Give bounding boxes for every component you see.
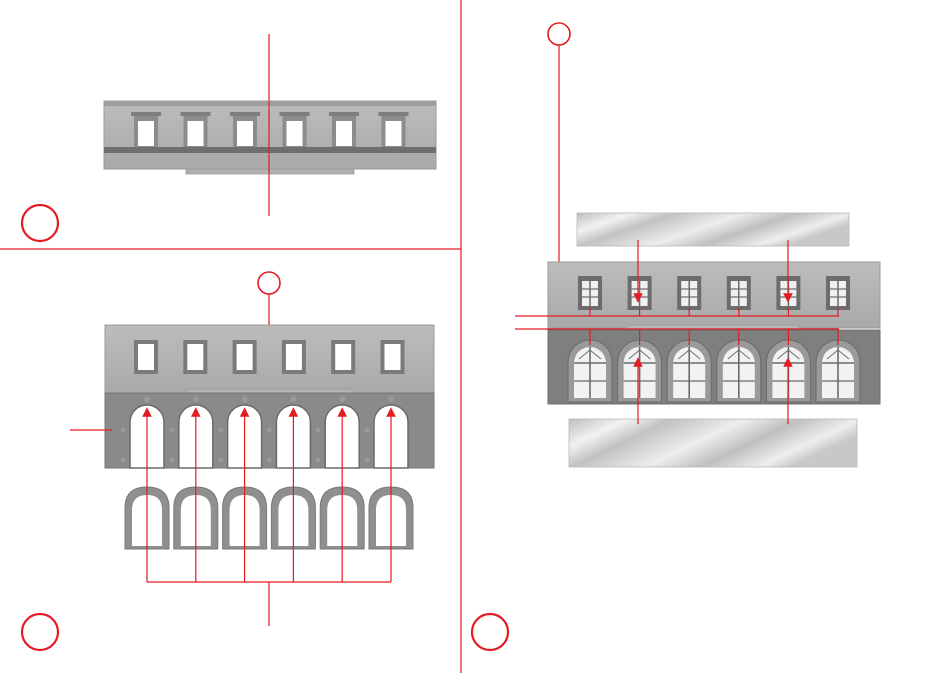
pier-rivet <box>169 428 174 433</box>
pier-rivet <box>169 458 174 463</box>
upper-window <box>183 340 207 374</box>
glazed-arch <box>568 340 612 402</box>
pier-rivet <box>218 458 223 463</box>
upper-window <box>230 112 260 147</box>
upper-window <box>282 340 306 374</box>
pier-rivet <box>121 428 126 433</box>
glazed-arch <box>816 340 860 402</box>
window-opening <box>187 344 203 370</box>
window-opening <box>138 121 154 146</box>
arch-insert-row <box>125 487 413 549</box>
wall-ledge <box>104 147 436 153</box>
upper-window <box>233 340 257 374</box>
glazed-window <box>578 276 602 310</box>
window-lintel <box>230 112 260 116</box>
glazed-window <box>677 276 701 310</box>
window-lintel <box>280 112 310 116</box>
wall-top-cornice <box>104 101 436 106</box>
step-marker-1 <box>22 205 58 241</box>
window-lintel <box>181 112 211 116</box>
window-opening <box>286 344 302 370</box>
upper-window <box>181 112 211 147</box>
window-opening <box>237 344 253 370</box>
keystone-rivet <box>339 396 345 402</box>
window-opening <box>287 121 303 146</box>
upper-window <box>379 112 409 147</box>
window-opening <box>138 344 154 370</box>
pier-rivet <box>267 458 272 463</box>
upper-window <box>131 112 161 147</box>
window-opening <box>336 121 352 146</box>
window-lintel <box>379 112 409 116</box>
glazed-arch <box>618 340 662 402</box>
wall-base-tab <box>186 169 354 174</box>
keystone-rivet <box>242 396 248 402</box>
keystone-rivet <box>193 396 199 402</box>
pier-rivet <box>316 458 321 463</box>
window-opening <box>386 121 402 146</box>
glazed-window <box>826 276 850 310</box>
glazed-arch <box>667 340 711 402</box>
glazing-strip-lower <box>569 419 857 467</box>
callout-marker-top <box>258 272 280 294</box>
window-opening <box>385 344 401 370</box>
keystone-rivet <box>290 396 296 402</box>
window-lintel <box>131 112 161 116</box>
step-marker-3 <box>472 614 508 650</box>
window-lintel <box>329 112 359 116</box>
panel-top-left <box>22 34 436 241</box>
pier-rivet <box>316 428 321 433</box>
window-opening <box>335 344 351 370</box>
upper-window <box>381 340 405 374</box>
window-opening <box>188 121 204 146</box>
glazed-window <box>727 276 751 310</box>
pier-rivet <box>365 428 370 433</box>
callout-marker-top-right <box>548 23 570 45</box>
keystone-rivet <box>388 396 394 402</box>
step-marker-2 <box>22 614 58 650</box>
panel-bottom-left <box>22 272 434 650</box>
keystone-rivet <box>144 396 150 402</box>
glazed-window <box>628 276 652 310</box>
pier-rivet <box>218 428 223 433</box>
window-opening <box>237 121 253 146</box>
glazing-strip-upper <box>577 213 849 246</box>
panel-right <box>472 23 880 650</box>
upper-window <box>329 112 359 147</box>
upper-window <box>134 340 158 374</box>
upper-window <box>280 112 310 147</box>
glazed-arch <box>717 340 761 402</box>
pier-rivet <box>121 458 126 463</box>
pier-rivet <box>365 458 370 463</box>
upper-window <box>331 340 355 374</box>
pier-rivet <box>267 428 272 433</box>
